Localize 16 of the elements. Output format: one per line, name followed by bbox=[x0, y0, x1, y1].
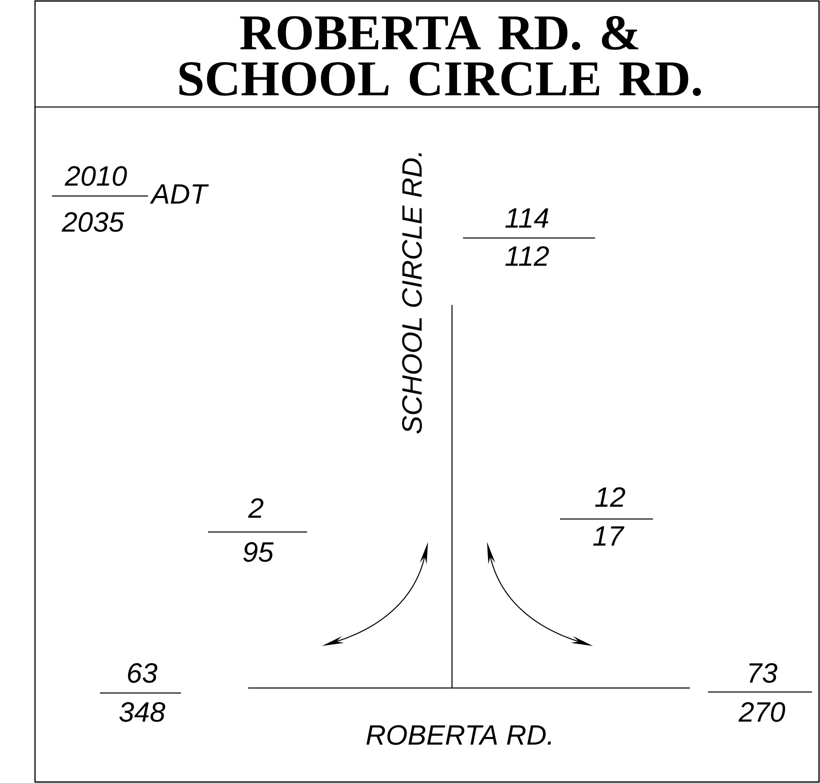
traffic-count: 73 bbox=[749, 663, 778, 683]
traffic-count: 12 bbox=[595, 487, 626, 507]
street-name: SCHOOL CIRCLE RD. bbox=[402, 153, 422, 434]
traffic-count: 2035 bbox=[62, 212, 124, 232]
title: ROBERTA RD. & SCHOOL CIRCLE RD. bbox=[179, 16, 701, 96]
volume-unit: ADT bbox=[150, 184, 209, 204]
traffic-count: 270 bbox=[738, 702, 786, 722]
traffic-count: 2 bbox=[248, 498, 264, 518]
traffic-count: 63 bbox=[128, 663, 158, 683]
street-name: ROBERTA RD. bbox=[366, 725, 551, 745]
traffic-count: 95 bbox=[243, 542, 274, 562]
traffic-count: 2010 bbox=[64, 166, 127, 186]
traffic-count: 112 bbox=[505, 246, 549, 266]
traffic-count: 17 bbox=[593, 526, 624, 546]
traffic-count: 114 bbox=[505, 208, 548, 228]
traffic-count: 348 bbox=[119, 702, 166, 722]
